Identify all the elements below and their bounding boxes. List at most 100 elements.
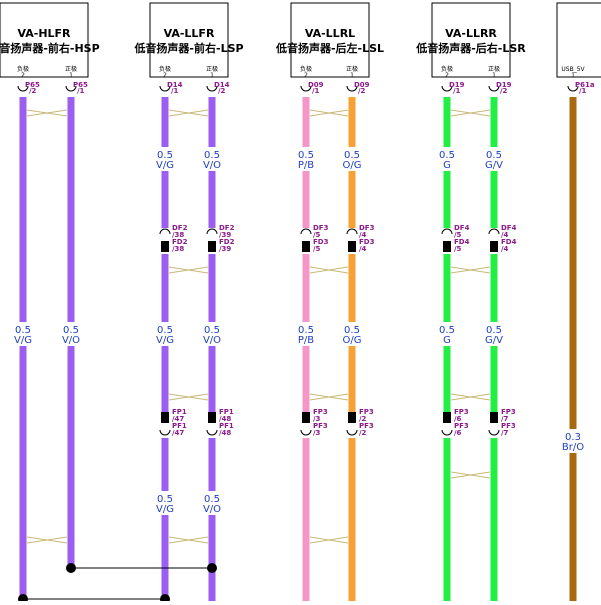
- wire-label-bg: [59, 322, 83, 346]
- module-box: [149, 2, 229, 78]
- female-cavity: [346, 228, 358, 235]
- male-terminal: [161, 412, 169, 423]
- fitting-b-pin: /48: [219, 429, 231, 437]
- connector-pin: /1: [312, 87, 320, 95]
- pin-number: 2: [304, 72, 308, 79]
- module-0: [0, 2, 89, 78]
- twisted-pair-layer: [26, 109, 491, 544]
- module-subtitle: 高音扬声器-前右-HSP: [0, 41, 100, 55]
- fitting-a-pin: /6: [454, 415, 462, 423]
- fitting-b-pin: /5: [313, 245, 321, 253]
- fitting-b: PF3: [313, 422, 328, 430]
- splice-dot: [207, 563, 217, 573]
- fitting-a: FP3: [359, 408, 374, 416]
- pin-label: 正极: [346, 65, 358, 73]
- wire-color-code: V/O: [203, 504, 221, 515]
- pin-number: 1: [69, 72, 73, 79]
- wire-color-code: V/G: [156, 504, 174, 515]
- wire-label-bg: [153, 147, 177, 171]
- fitting-b: PF1: [172, 422, 187, 430]
- fitting-b-pin: /5: [454, 245, 462, 253]
- fitting-b-pin: /3: [313, 429, 321, 437]
- connector-pin: /2: [500, 87, 508, 95]
- wire-color-code: G: [443, 160, 451, 171]
- wire-gauge: 0.5: [439, 150, 455, 161]
- inline-connector: [300, 412, 312, 438]
- wire-label-bg: [200, 491, 224, 515]
- fitting-b: PF3: [359, 422, 374, 430]
- wire-gauge: 0.5: [439, 325, 455, 336]
- twist-mark: [450, 471, 491, 479]
- wire-label-bg: [561, 429, 585, 453]
- female-cavity: [300, 228, 312, 235]
- modules-layer: [0, 2, 601, 78]
- male-terminal: [208, 412, 216, 423]
- wire-color-code: V/G: [14, 335, 32, 346]
- male-terminal: [443, 412, 451, 423]
- wire-color-code: Br/O: [562, 442, 584, 453]
- inline-connector: [488, 228, 500, 254]
- male-terminal: [348, 412, 356, 423]
- connector-id: D09: [354, 81, 370, 89]
- module-title: VA-LLRR: [445, 27, 497, 40]
- fitting-b: PF3: [454, 422, 469, 430]
- twist-mark: [309, 266, 349, 274]
- male-terminal: [348, 241, 356, 252]
- fitting-a-pin: /2: [359, 415, 367, 423]
- wire-color-code: G/V: [485, 160, 503, 171]
- connector-pin: /2: [358, 87, 366, 95]
- splice-dot: [66, 563, 76, 573]
- fitting-a: DF3: [313, 224, 329, 232]
- connector-cavity: [206, 85, 218, 92]
- wire-gauge: 0.5: [63, 325, 79, 336]
- fitting-b: FD4: [454, 238, 470, 246]
- fitting-b: PF1: [219, 422, 234, 430]
- module-box: [556, 2, 601, 78]
- female-cavity: [488, 429, 500, 436]
- male-terminal: [161, 241, 169, 252]
- male-terminal: [302, 241, 310, 252]
- pin-label: 负极: [17, 65, 29, 73]
- module-title: VA-LLFR: [164, 27, 215, 40]
- pin-number: 2: [21, 72, 25, 79]
- fitting-a: FP1: [219, 408, 234, 416]
- fitting-b-pin: /7: [501, 429, 509, 437]
- fitting-b-pin: /4: [359, 245, 367, 253]
- wires-layer: [19, 97, 577, 601]
- inline-connector: [206, 412, 218, 438]
- module-2: [290, 2, 370, 78]
- fitting-a: FP3: [313, 408, 328, 416]
- pin-label: 正极: [206, 65, 218, 73]
- wire-gauge: 0.5: [157, 150, 173, 161]
- fitting-a-pin: /5: [454, 231, 462, 239]
- wire-gauge: 0.5: [486, 325, 502, 336]
- fitting-a: DF4: [501, 224, 517, 232]
- fitting-b-pin: /2: [359, 429, 367, 437]
- fitting-a-pin: /4: [501, 231, 509, 239]
- inline-connector: [441, 228, 453, 254]
- wire-label-bg: [11, 322, 35, 346]
- inline-connector: [300, 228, 312, 254]
- wire-gauge: 0.5: [204, 325, 220, 336]
- module-box: [290, 2, 370, 78]
- fitting-b: FD3: [313, 238, 329, 246]
- connector-pin: /1: [77, 87, 85, 95]
- connector-id: P65: [25, 81, 40, 89]
- connector-id: D14: [167, 81, 183, 89]
- wire-gauge: 0.5: [15, 325, 31, 336]
- pin-label: 正极: [488, 65, 500, 73]
- inline-connector: [346, 412, 358, 438]
- female-cavity: [206, 228, 218, 235]
- male-terminal: [302, 412, 310, 423]
- fitting-b-pin: /47: [172, 429, 184, 437]
- fitting-a: FP3: [454, 408, 469, 416]
- fitting-a-pin: /3: [313, 415, 321, 423]
- wire-color-code: V/G: [156, 160, 174, 171]
- wire-color-code: P/B: [298, 160, 314, 171]
- wire-gauge: 0.5: [486, 150, 502, 161]
- wire-color-code: V/O: [203, 335, 221, 346]
- connector-pin: /1: [453, 87, 461, 95]
- connector-cavity: [567, 85, 579, 92]
- module-subtitle: 低音扬声器-前右-LSP: [133, 41, 243, 55]
